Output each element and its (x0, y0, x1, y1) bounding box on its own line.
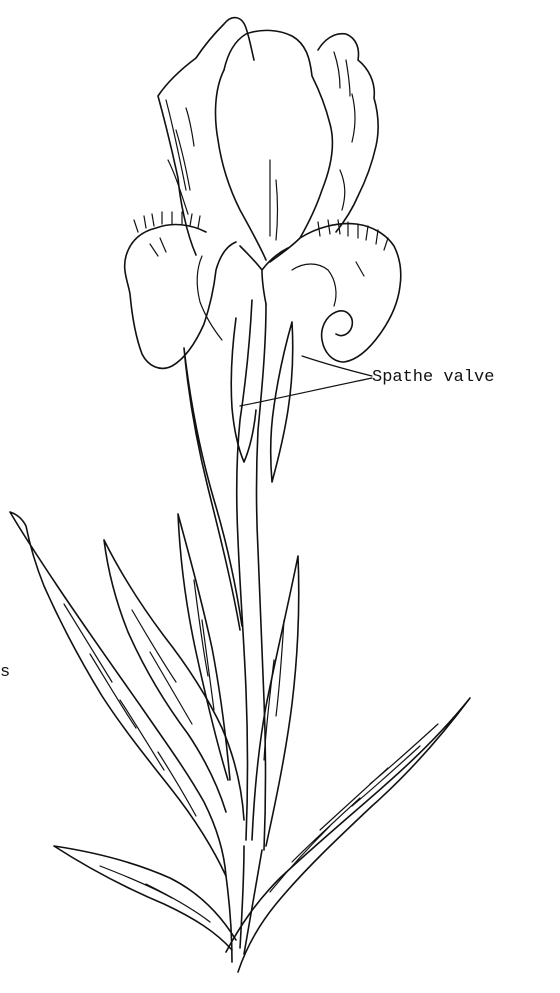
iris-stem-and-spathe (231, 300, 372, 850)
narrow-leaf-left (184, 348, 242, 630)
upright-leaf-right-veins (264, 620, 284, 760)
right-fall-inner-curve (292, 264, 336, 306)
spathe-valve-label: Spathe valve (372, 369, 494, 386)
main-stem-left (237, 300, 252, 840)
lower-right-leaf-veins (270, 724, 438, 892)
iris-leaves (10, 348, 470, 972)
narrow-leaf-middle (178, 514, 230, 780)
iris-flower (125, 18, 401, 369)
lower-right-leaf (226, 698, 470, 972)
left-fall-beard (134, 212, 200, 256)
center-standard-midrib (270, 160, 278, 240)
partial-edge-label: s (0, 664, 10, 681)
upright-leaf-right (252, 556, 299, 846)
right-fall-beard (318, 220, 388, 276)
center-standard-petal (224, 30, 332, 262)
right-standard-veins (334, 52, 355, 210)
right-standard-petal (318, 34, 378, 232)
lower-left-leaf (54, 846, 236, 950)
left-fall-petal (125, 225, 236, 369)
spathe-valve-right (271, 322, 293, 482)
left-inner-sepal (197, 256, 222, 340)
lower-left-leaf-veins (100, 866, 210, 922)
spathe-leader-line-upper (302, 356, 372, 376)
center-standard-left-edge (216, 70, 266, 260)
spathe-leader-line-lower (240, 378, 372, 406)
